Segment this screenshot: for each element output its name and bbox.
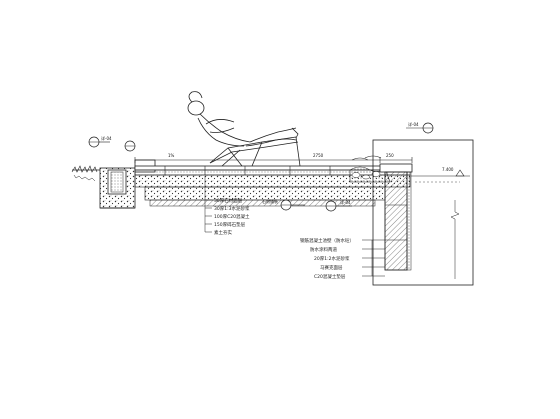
section-tag-right: 详-04 [325, 199, 352, 212]
svg-text:详-04: 详-04 [101, 135, 112, 141]
svg-text:详-04: 详-04 [340, 199, 351, 205]
wall-note-3: 20厚1:2水泥砂浆 [314, 255, 350, 262]
section-tag-mid-top [124, 140, 136, 152]
section-tag-left: 详-04 [88, 135, 112, 148]
section-tag-pool: 详-04 [406, 121, 434, 134]
wall-note-2: 防水涂料两道 [310, 246, 337, 253]
ground-line [71, 165, 100, 182]
deck-notes-leader [204, 176, 212, 233]
edge-drain-pit [99, 167, 136, 209]
pool-outline [372, 139, 474, 286]
svg-text:石材铺装: 石材铺装 [262, 198, 278, 204]
deck-width-label: 2750 [313, 153, 324, 158]
wall-note-4: 马赛克面层 [320, 264, 343, 271]
deck-note-1: 30厚石材面层 [214, 197, 243, 204]
deck-note-3: 100厚C20混凝土 [214, 213, 250, 220]
deck-note-2: 30厚1:3水泥砂浆 [214, 205, 250, 212]
water-level-label: 7.400 [442, 167, 454, 172]
deck-note-5: 素土夯实 [214, 229, 232, 236]
water-surface: 7.400 [411, 167, 470, 183]
lounger-figure [187, 91, 301, 167]
deck-layers [134, 165, 411, 207]
wall-note-1: 钢筋混凝土池壁（防水砼） [300, 237, 354, 244]
svg-text:详-04: 详-04 [408, 121, 419, 127]
pool-coping [379, 163, 413, 173]
pool-wall [384, 171, 412, 271]
wall-note-5: C20混凝土垫层 [314, 273, 346, 280]
deck-note-4: 150厚碎石垫层 [214, 221, 246, 228]
break-line [450, 200, 460, 279]
section-tag-bench: 石材铺装 [262, 198, 305, 211]
wall-thickness-label: 250 [386, 153, 394, 158]
slope-label-left: 1% [168, 153, 175, 158]
dimension-line [134, 157, 413, 163]
wall-notes-leader [362, 239, 385, 277]
